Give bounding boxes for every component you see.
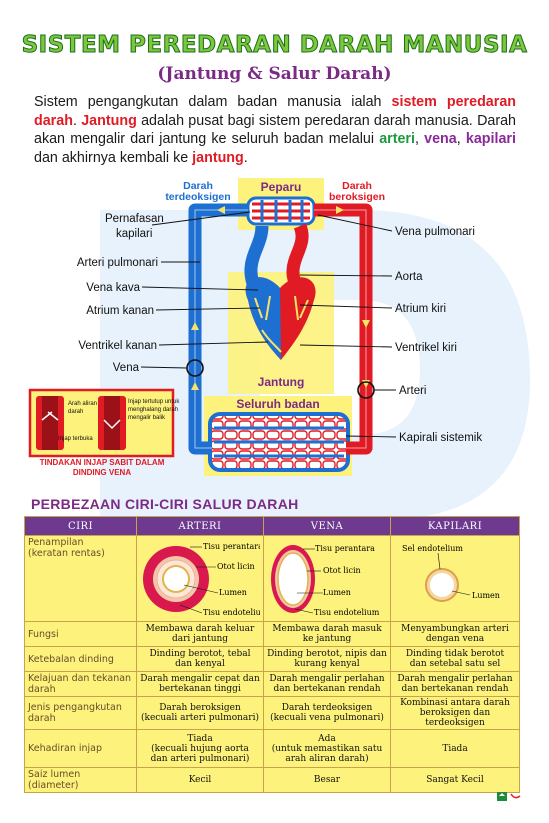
ciri-cell: Kelajuan dan tekanan darah — [24, 671, 137, 697]
inset-arah-aliran-1: Arah aliran — [68, 401, 97, 407]
darah-beroksigen-line2: beroksigen — [329, 191, 385, 203]
publisher-logo — [497, 792, 521, 801]
svg-text:Tisu endotelium: Tisu endotelium — [314, 608, 380, 617]
jantung-label: Jantung — [258, 375, 305, 389]
darah-terdeoksigen-line1: Darah — [183, 180, 213, 192]
svg-text:Sel endotelium: Sel endotelium — [402, 544, 463, 553]
ciri-cell: Jenis pengangkutan darah — [24, 696, 137, 730]
label-arteri: Arteri — [399, 385, 426, 397]
label-ventrikel-kanan: Ventrikel kanan — [78, 340, 157, 352]
svg-text:Otot licin: Otot licin — [323, 566, 361, 575]
label-aorta: Aorta — [395, 271, 423, 283]
cross-section-kapilari: Sel endotelium Lumen — [390, 535, 520, 622]
header-arteri: ARTERI — [136, 516, 264, 536]
vena-cell: Besar — [263, 767, 391, 793]
comparison-table: CIRI ARTERI VENA KAPILARI Penampilan(ker… — [24, 516, 520, 793]
label-pernafasan-kapilari-2: kapilari — [116, 228, 152, 240]
page-subtitle: (Jantung & Salur Darah) — [157, 64, 392, 84]
vena-cell: Darah terdeoksigen(kecuali vena pulmonar… — [263, 696, 391, 730]
systemic-capillaries — [208, 412, 350, 472]
header-kapilari: KAPILARI — [390, 516, 520, 536]
vein-valve-inset: Arah aliran darah Injap terbuka Injap te… — [28, 388, 180, 477]
label-pernafasan-kapilari-1: Pernafasan — [105, 213, 164, 225]
lung-capillaries — [246, 196, 316, 226]
label-ventrikel-kiri: Ventrikel kiri — [395, 342, 457, 354]
table-row-penampilan: Penampilan(keratan rentas) Tisu perantar… — [24, 535, 520, 622]
svg-text:Lumen: Lumen — [323, 588, 351, 597]
inset-caption-1: TINDAKAN INJAP SABIT DALAM — [40, 458, 165, 467]
arteri-cell: Kecil — [136, 767, 264, 793]
ciri-cell: Ketebalan dinding — [24, 646, 137, 672]
cross-section-arteri: Tisu perantara Otot licin Lumen Tisu end… — [136, 535, 269, 622]
inset-injap-tertutup-2: menghalang darah — [128, 407, 178, 413]
seluruh-badan-label: Seluruh badan — [236, 397, 319, 411]
header-vena: VENA — [263, 516, 391, 536]
svg-text:Tisu perantara: Tisu perantara — [315, 544, 375, 553]
ciri-cell: Saiz lumen (diameter) — [24, 767, 137, 793]
inset-injap-terbuka: Injap terbuka — [58, 436, 93, 442]
inset-arah-aliran-2: darah — [68, 409, 83, 415]
inset-injap-tertutup-3: mengalir balik — [128, 415, 166, 421]
darah-beroksigen-line1: Darah — [342, 180, 372, 192]
kapilari-cell: Sangat Kecil — [390, 767, 520, 793]
inset-caption-2: DINDING VENA — [73, 468, 131, 477]
label-atrium-kanan: Atrium kanan — [86, 305, 154, 317]
label-kapilari-sistemik: Kapirali sistemik — [399, 432, 482, 444]
svg-text:Tisu endotelium: Tisu endotelium — [203, 608, 260, 617]
svg-text:Lumen: Lumen — [472, 591, 500, 600]
svg-text:Tisu perantara: Tisu perantara — [203, 542, 260, 551]
intro-paragraph: Sistem pengangkutan dalam badan manusia … — [34, 94, 517, 166]
label-vena: Vena — [113, 362, 140, 374]
section-title: PERBEZAAN CIRI-CIRI SALUR DARAH — [31, 496, 299, 512]
arteri-cell: Darah beroksigen(kecuali arteri pulmonar… — [136, 696, 264, 730]
kapilari-cell: Tiada — [390, 729, 520, 768]
peparu-label: Peparu — [261, 180, 302, 194]
label-vena-pulmonari: Vena pulmonari — [395, 226, 475, 238]
cross-section-vena: Tisu perantara Otot licin Lumen Tisu end… — [263, 535, 391, 622]
svg-text:Lumen: Lumen — [219, 588, 247, 597]
label-vena-kava: Vena kava — [86, 282, 140, 294]
page-title: SISTEM PEREDARAN DARAH MANUSIA — [21, 32, 528, 59]
label-atrium-kiri: Atrium kiri — [395, 303, 446, 315]
darah-terdeoksigen-line2: terdeoksigen — [165, 191, 230, 203]
label-arteri-pulmonari: Arteri pulmonari — [77, 257, 158, 269]
inset-injap-tertutup-1: Injap tertutup untuk — [128, 399, 180, 405]
ciri-cell: Kehadiran injap — [24, 729, 137, 768]
table-header-row: CIRI ARTERI VENA KAPILARI — [24, 516, 520, 536]
circulation-diagram: Peparu Jantung Seluruh badan — [28, 178, 482, 477]
ciri-penampilan: Penampilan(keratan rentas) — [24, 535, 137, 622]
svg-text:Otot licin: Otot licin — [217, 562, 255, 571]
ciri-cell: Fungsi — [24, 621, 137, 647]
header-ciri: CIRI — [24, 516, 137, 536]
